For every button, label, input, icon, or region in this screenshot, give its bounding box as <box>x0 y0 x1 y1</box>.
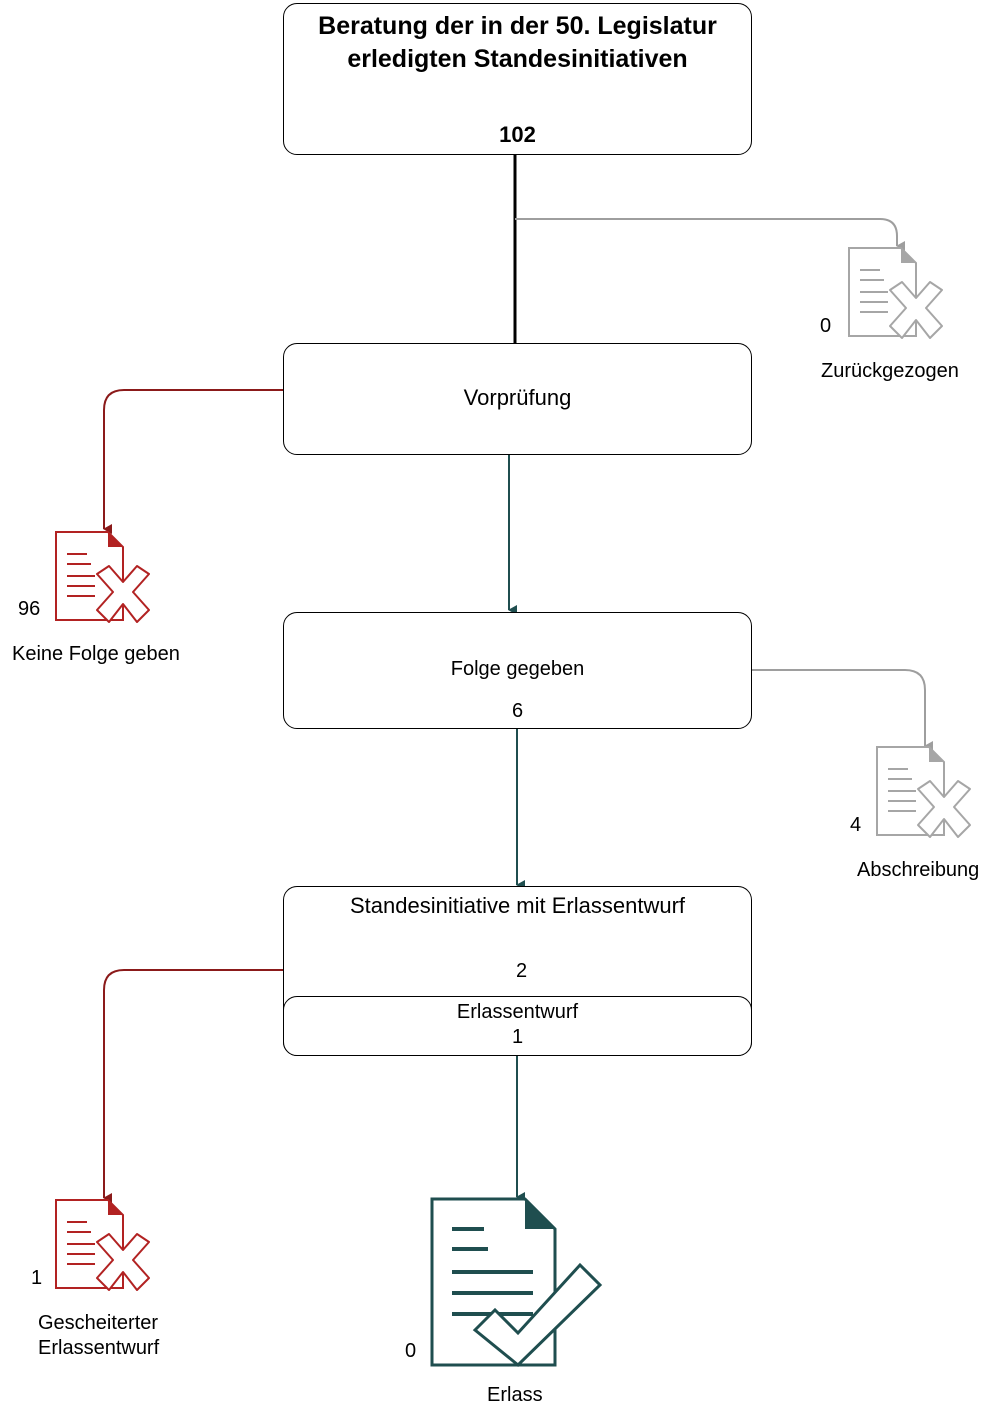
folge-gegeben-box <box>283 612 752 729</box>
folge-gegeben-label: Folge gegeben <box>450 658 585 680</box>
erlassentwurf-box-label: Standesinitiative mit Erlassentwurf <box>349 893 686 918</box>
erlass-label: Erlass <box>487 1384 543 1406</box>
keine-folge-label: Keine Folge geben <box>12 643 180 665</box>
title-line-2: erledigten Standesinitiativen <box>347 45 688 73</box>
erlassentwurf-box-count: 2 <box>515 960 528 982</box>
document-rejected-icon <box>55 531 150 623</box>
zurueckgezogen-count: 0 <box>820 315 832 337</box>
document-rejected-icon <box>55 1199 150 1291</box>
gescheitert-count: 1 <box>31 1267 43 1289</box>
edge-to-gescheitert <box>103 969 283 1203</box>
keine-folge-count: 96 <box>18 598 41 620</box>
abschreibung-label: Abschreibung <box>857 859 980 881</box>
gescheitert-label-1: Gescheiterter <box>38 1312 159 1334</box>
vorpruefung-box <box>283 343 752 455</box>
erlassentwurf-sub-label: Erlassentwurf <box>456 1001 579 1023</box>
erlass-count: 0 <box>405 1340 417 1362</box>
title-line-1: Beratung der in der 50. Legislatur <box>318 12 717 40</box>
abschreibung-count: 4 <box>850 814 862 836</box>
zurueckgezogen-label: Zurückgezogen <box>821 360 959 382</box>
vorpruefung-label: Vorprüfung <box>463 385 572 410</box>
gescheitert-label-2: Erlassentwurf <box>38 1337 160 1359</box>
title-box <box>283 3 752 155</box>
edge-to-abschreibung <box>752 669 933 751</box>
erlassentwurf-subbox <box>283 996 752 1056</box>
document-approved-icon <box>430 1197 603 1368</box>
folge-gegeben-count: 6 <box>511 700 524 722</box>
document-rejected-icon <box>848 247 943 339</box>
title-count: 102 <box>499 122 536 147</box>
edge-to-zurueckgezogen <box>515 218 905 251</box>
document-rejected-icon <box>876 746 971 838</box>
erlassentwurf-sub-count: 1 <box>511 1026 524 1048</box>
edge-to-keine-folge <box>103 389 283 534</box>
